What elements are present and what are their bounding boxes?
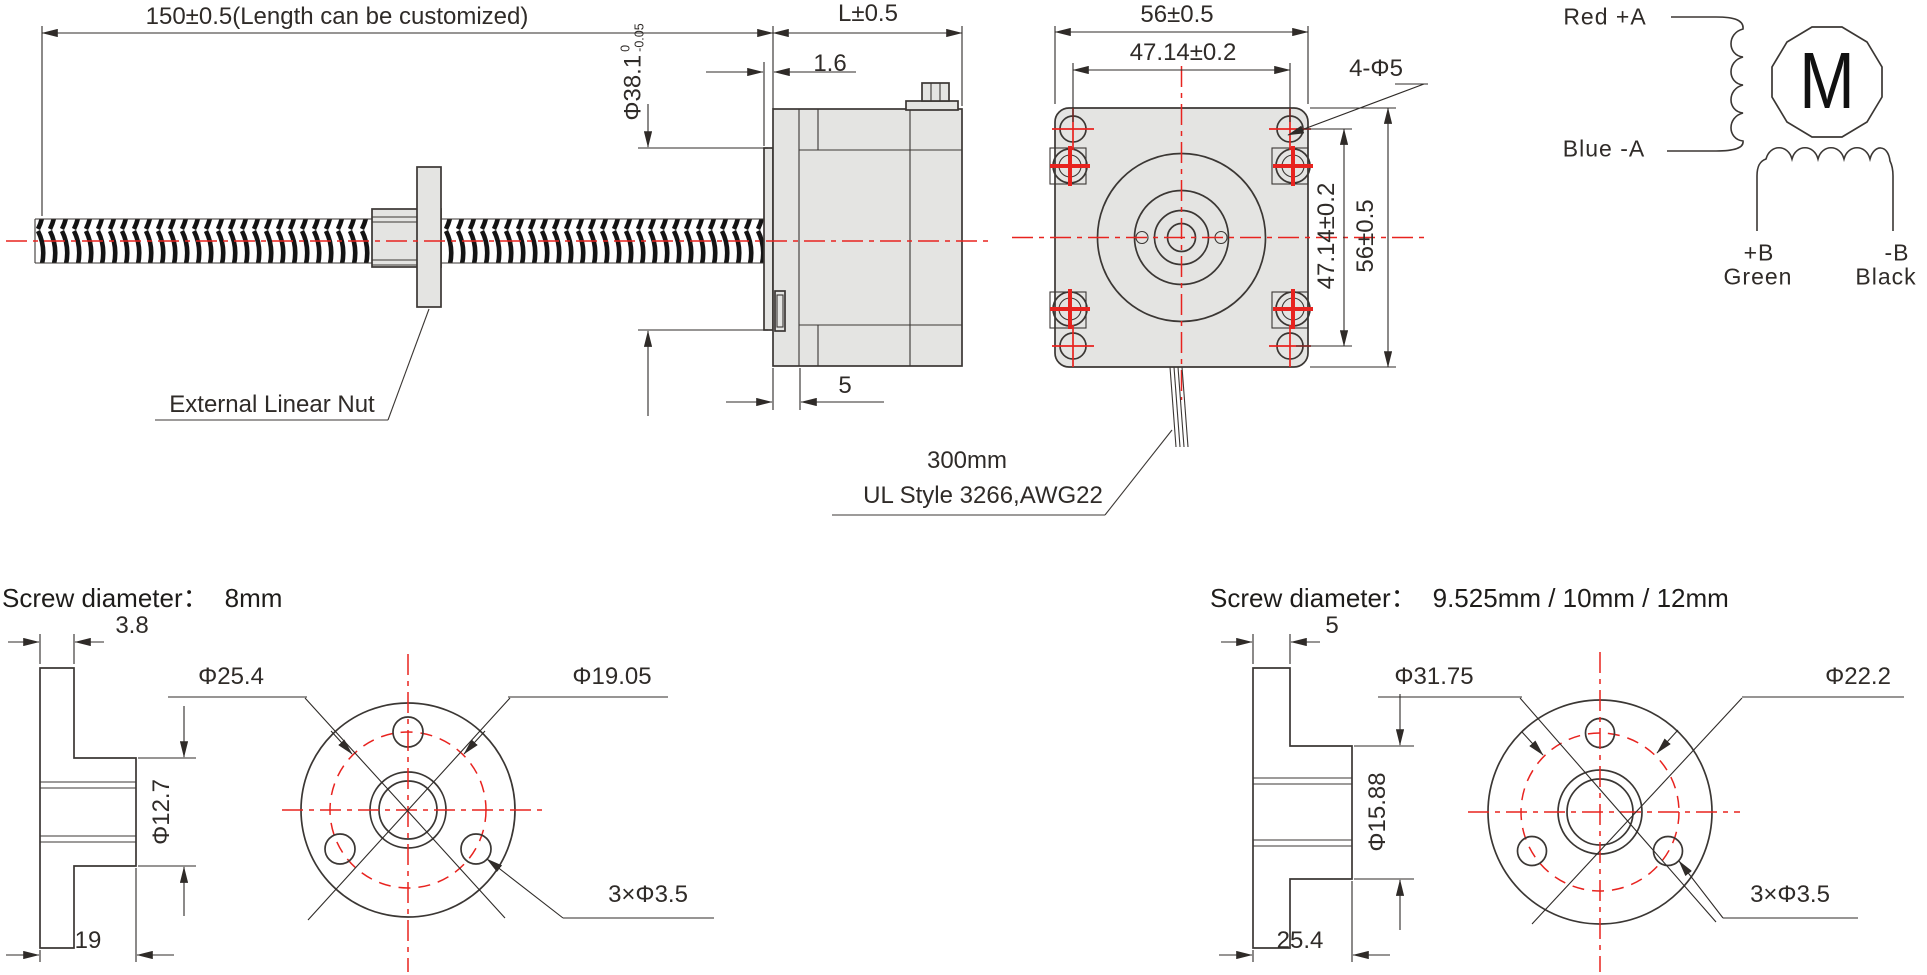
- dim-flange-od-large: Φ31.75: [1394, 663, 1474, 690]
- dim-flange-thickness-large: 5: [1325, 612, 1339, 639]
- dim-bolt-circle-8mm: Φ19.05: [572, 663, 652, 690]
- nut-8mm-title-label: Screw diameter：: [2, 583, 209, 613]
- front-view-centerlines: [1012, 66, 1425, 400]
- dim-flange-thickness-8mm: 3.8: [115, 612, 149, 639]
- front-view-dimensions: [1054, 26, 1428, 368]
- motor-symbol-letter: M: [1799, 35, 1855, 126]
- dim-face-height: 56±0.5: [1352, 199, 1379, 273]
- dim-flange-od-8mm: Φ25.4: [198, 663, 264, 690]
- lead-b-minus-color: Black: [1855, 263, 1917, 290]
- nut-large-title: Screw diameter： 9.525mm / 10mm / 12mm: [1210, 585, 1729, 611]
- tolerance-lower: -0.05: [632, 23, 646, 52]
- nut-8mm-title: Screw diameter： 8mm: [2, 585, 282, 611]
- top-dimensions: [41, 26, 963, 416]
- dim-motor-length: L±0.5: [838, 0, 898, 27]
- nut-large-side-view: [1252, 667, 1353, 949]
- phase-b-coil: [1756, 146, 1894, 231]
- cable-spec-label: UL Style 3266,AWG22: [863, 482, 1103, 509]
- dim-total-length-8mm: 19: [74, 927, 102, 954]
- dim-overall-length: 150±0.5(Length can be customized): [145, 3, 529, 30]
- nut-8mm-front-view: [168, 654, 714, 972]
- nut-large-title-value: 9.525mm / 10mm / 12mm: [1432, 583, 1729, 613]
- dim-body-od-large: Φ15.88: [1364, 772, 1391, 852]
- dim-flange-diameter-value: Φ38.1: [619, 54, 646, 121]
- nut-large-title-label: Screw diameter：: [1210, 583, 1417, 613]
- dim-body-od-8mm: Φ12.7: [148, 779, 175, 845]
- dim-total-length-large: 25.4: [1276, 927, 1324, 954]
- dim-mount-holes-8mm: 3×Φ3.5: [608, 881, 688, 908]
- phase-a-coil: [1667, 16, 1744, 152]
- dim-mounting-holes: 4-Φ5: [1349, 55, 1403, 82]
- dim-flange-diameter: Φ38.1 0-0.05: [618, 23, 647, 121]
- lead-a-plus-label: Red +A: [1563, 3, 1647, 30]
- tolerance-upper: 0: [618, 44, 633, 52]
- cable-length-label: 300mm: [926, 447, 1008, 474]
- nut-8mm-dimensions: [6, 634, 196, 962]
- front-face-key: [774, 290, 786, 332]
- nut-large-dimensions: [1219, 634, 1414, 962]
- motor-side-view: [763, 82, 963, 367]
- dim-face-width: 56±0.5: [1140, 1, 1214, 28]
- nut-8mm-title-value: 8mm: [224, 583, 283, 613]
- lead-b-minus-label: -B: [1884, 239, 1910, 266]
- external-linear-nut: [155, 166, 442, 421]
- dim-front-plate: 5: [838, 372, 852, 399]
- motor-connector: [905, 82, 959, 111]
- dim-boss-thickness: 1.6: [813, 50, 847, 77]
- dim-mount-holes-large: 3×Φ3.5: [1750, 881, 1830, 908]
- nut-large-front-view: [1378, 652, 1904, 972]
- external-linear-nut-label: External Linear Nut: [169, 391, 375, 418]
- nut-8mm-side-view: [39, 667, 137, 949]
- motor-symbol-circle: [1771, 26, 1883, 138]
- dim-hole-pitch-vertical: 47.14±0.2: [1313, 182, 1340, 290]
- dim-hole-pitch-horizontal: 47.14±0.2: [1129, 39, 1237, 66]
- dim-bolt-circle-large: Φ22.2: [1825, 663, 1891, 690]
- lead-b-plus-color: Green: [1723, 263, 1793, 290]
- wiring-diagram: [1667, 16, 1894, 231]
- lead-a-minus-label: Blue -A: [1562, 135, 1646, 162]
- lead-b-plus-label: +B: [1743, 239, 1775, 266]
- motor-front-view: [832, 66, 1425, 516]
- motor-wires: [832, 366, 1189, 516]
